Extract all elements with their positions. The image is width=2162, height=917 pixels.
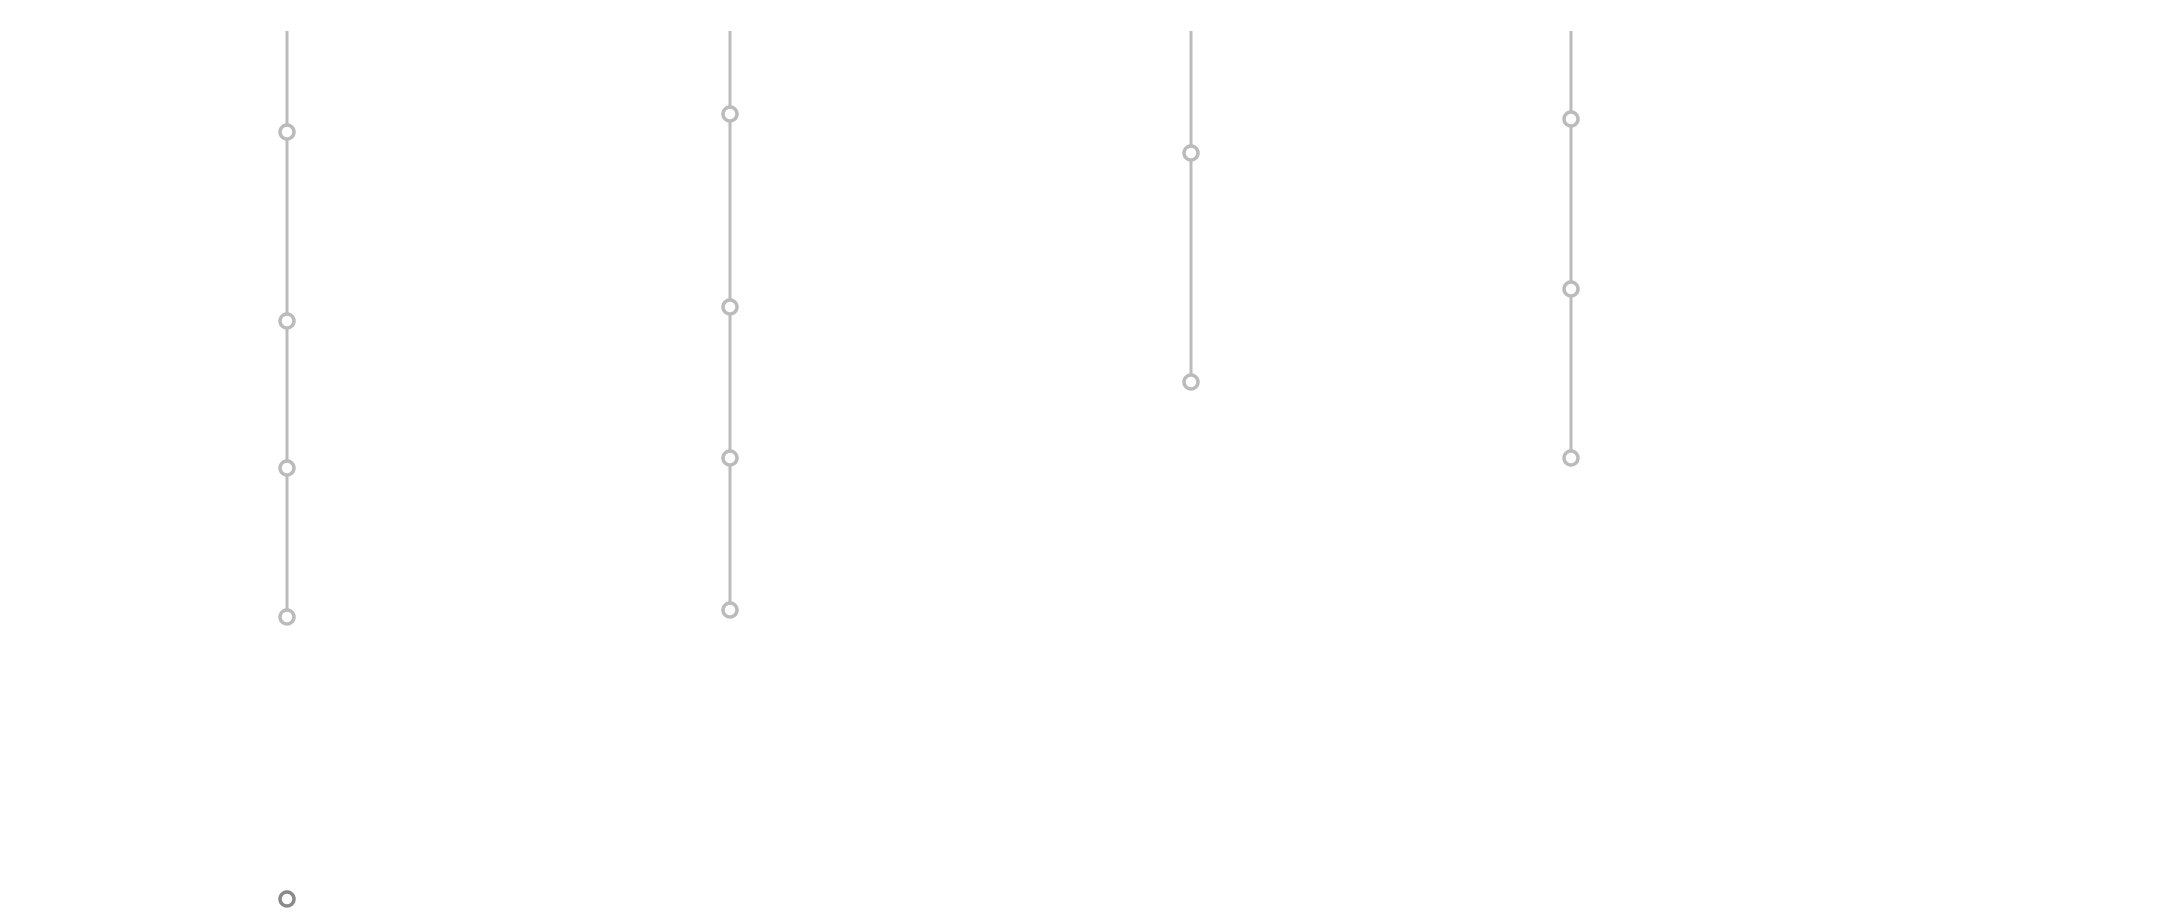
rail-3-node-1 [1182, 144, 1200, 162]
rail-2-node-2 [721, 298, 739, 316]
rail-4-node-3 [1562, 449, 1580, 467]
rail-2-node-3 [721, 449, 739, 467]
rail-4-node-2 [1562, 280, 1580, 298]
rail-1-node-1 [278, 123, 296, 141]
rail-2-node-4 [721, 601, 739, 619]
orphan-node-1 [278, 890, 296, 908]
rail-2-node-1 [721, 105, 739, 123]
rail-1-node-4 [278, 608, 296, 626]
rail-3-node-2 [1182, 373, 1200, 391]
rail-4-node-1 [1562, 110, 1580, 128]
rail-1-node-3 [278, 459, 296, 477]
rail-1-node-2 [278, 312, 296, 330]
